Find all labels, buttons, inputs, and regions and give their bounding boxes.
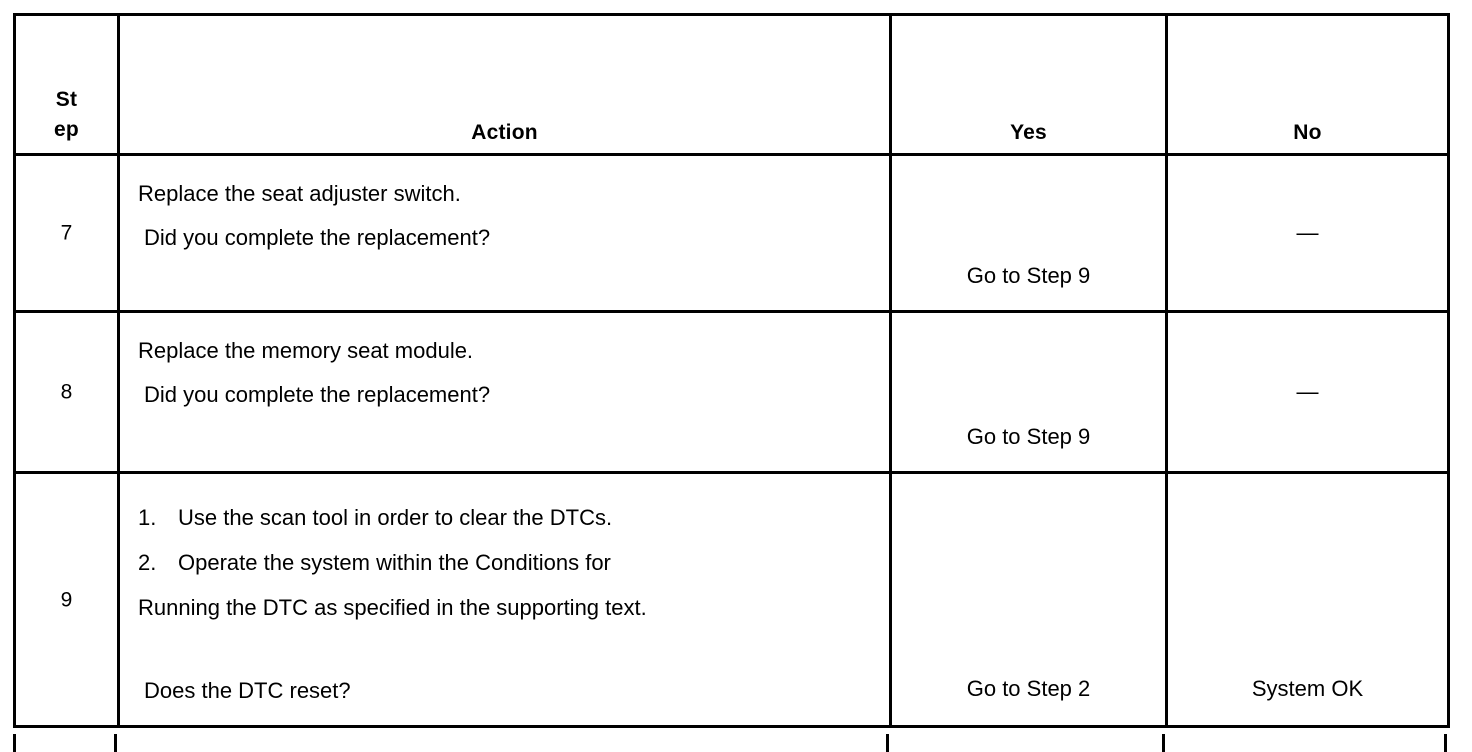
- column-header-yes: Yes: [1010, 121, 1047, 144]
- next-row-partial: [13, 734, 1447, 752]
- procedure-item-2: 2. Operate the system within the Conditio…: [138, 540, 881, 585]
- table-row: 8 Replace the memory seat module. Did yo…: [13, 310, 1450, 474]
- no-answer-step-9: System OK: [1251, 675, 1364, 701]
- column-header-step: St ep: [16, 85, 117, 145]
- cell-no: —: [1165, 153, 1450, 313]
- action-text-step-7: Replace the seat adjuster switch. Did yo…: [138, 172, 881, 259]
- step-number-9: 9: [60, 588, 73, 611]
- step-number-8: 8: [60, 380, 73, 404]
- table-border-left-segment: [13, 734, 16, 752]
- table-divider-step-action-segment: [114, 734, 117, 752]
- cell-yes: Go to Step 2: [889, 471, 1168, 728]
- action-question: Did you complete the replacement?: [144, 224, 491, 250]
- action-procedure-step-9: 1. Use the scan tool in order to clear th…: [138, 495, 881, 630]
- header-cell-yes: Yes: [889, 13, 1168, 156]
- action-line: Replace the memory seat module.: [138, 338, 474, 363]
- action-question-step-9: Does the DTC reset?: [144, 677, 351, 703]
- table-border-right-segment: [1444, 734, 1447, 752]
- procedure-item-2-number: 2.: [138, 550, 157, 576]
- table-divider-yes-no-segment: [1162, 734, 1165, 752]
- step-number-7: 7: [60, 221, 73, 245]
- cell-step-number: 9: [13, 471, 120, 728]
- cell-no: —: [1165, 310, 1450, 474]
- diagnostic-procedure-table: St ep Action Yes: [13, 13, 1450, 728]
- procedure-continuation-text: Running the DTC as specified in the supp…: [138, 595, 647, 621]
- cell-action: 1. Use the scan tool in order to clear th…: [117, 471, 892, 728]
- column-header-step-line1: St: [55, 88, 78, 112]
- header-cell-step: St ep: [13, 13, 120, 156]
- column-header-no: No: [1293, 121, 1322, 144]
- procedure-item-2-text: Operate the system within the Conditions…: [178, 550, 611, 576]
- cell-action: Replace the memory seat module. Did you …: [117, 310, 892, 474]
- procedure-item-1: 1. Use the scan tool in order to clear th…: [138, 495, 881, 540]
- action-line: Replace the seat adjuster switch.: [138, 181, 461, 206]
- table-divider-action-yes-segment: [886, 734, 889, 752]
- yes-answer-step-8: Go to Step 9: [966, 423, 1091, 449]
- cell-action: Replace the seat adjuster switch. Did yo…: [117, 153, 892, 313]
- column-header-action: Action: [471, 121, 538, 144]
- header-cell-action: Action: [117, 13, 892, 156]
- no-answer-step-7: —: [1296, 219, 1319, 245]
- table-row: 9 1. Use the scan tool in order to clear …: [13, 471, 1450, 728]
- cell-yes: Go to Step 9: [889, 153, 1168, 313]
- procedure-item-1-number: 1.: [138, 505, 157, 530]
- yes-answer-step-9: Go to Step 2: [966, 675, 1091, 701]
- yes-answer-step-7: Go to Step 9: [966, 262, 1091, 288]
- no-answer-step-8: —: [1296, 378, 1319, 404]
- procedure-item-1-text: Use the scan tool in order to clear the …: [178, 505, 613, 530]
- action-question: Did you complete the replacement?: [144, 381, 491, 407]
- column-header-step-line2: ep: [54, 118, 79, 142]
- cell-no: System OK: [1165, 471, 1450, 728]
- cell-step-number: 8: [13, 310, 120, 474]
- cell-yes: Go to Step 9: [889, 310, 1168, 474]
- table-row: 7 Replace the seat adjuster switch. Did …: [13, 153, 1450, 313]
- cell-step-number: 7: [13, 153, 120, 313]
- header-cell-no: No: [1165, 13, 1450, 156]
- action-text-step-8: Replace the memory seat module. Did you …: [138, 329, 881, 416]
- table-header-row: St ep Action Yes: [13, 13, 1450, 156]
